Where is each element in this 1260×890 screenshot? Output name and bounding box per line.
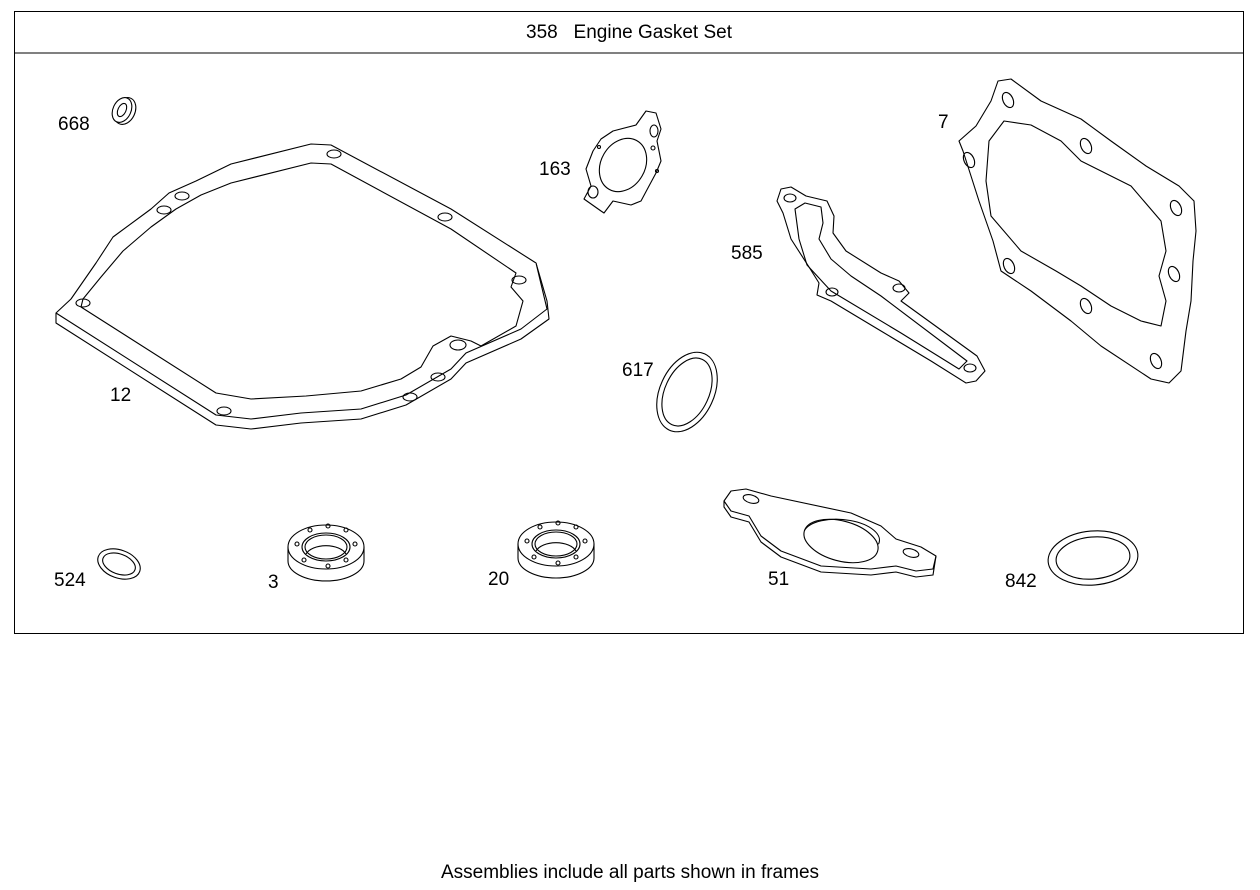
part-842-o-ring-icon[interactable] (1046, 527, 1140, 589)
callout-163: 163 (539, 159, 571, 180)
part-585-breather-gasket-icon[interactable] (776, 186, 986, 384)
part-51-exhaust-gasket-icon[interactable] (723, 488, 937, 578)
callout-842: 842 (1005, 571, 1037, 592)
part-668-washer-icon[interactable] (108, 94, 140, 128)
part-524-o-ring-icon[interactable] (94, 543, 145, 584)
callout-3: 3 (268, 572, 279, 593)
part-617-o-ring-icon[interactable] (645, 343, 729, 442)
parts-illustration (55, 78, 1197, 589)
callout-617: 617 (622, 360, 654, 381)
part-20-oil-seal-icon[interactable] (517, 520, 595, 579)
footer-note: Assemblies include all parts shown in fr… (440, 862, 820, 883)
callout-668: 668 (58, 114, 90, 135)
callout-524: 524 (54, 570, 86, 591)
callout-12: 12 (110, 385, 132, 406)
part-3-oil-seal-icon[interactable] (287, 523, 365, 582)
part-12-crankcase-gasket-icon[interactable] (55, 143, 550, 430)
diagram-frame: 358 Engine Gasket Set (14, 11, 1244, 634)
part-163-intake-gasket-icon[interactable] (583, 110, 662, 214)
diagram-title: 358 Engine Gasket Set (526, 22, 732, 43)
part-7-head-gasket-icon[interactable] (958, 78, 1197, 384)
callout-7: 7 (938, 112, 949, 133)
title-bar: 358 Engine Gasket Set (15, 12, 1243, 54)
callout-20: 20 (488, 569, 510, 590)
callout-585: 585 (731, 243, 763, 264)
callout-51: 51 (768, 569, 790, 590)
